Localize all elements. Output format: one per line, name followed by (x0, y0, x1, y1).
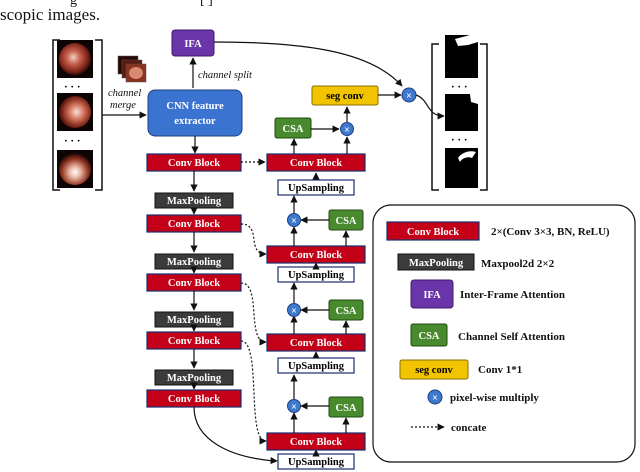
maxpool-label-3: MaxPooling (167, 315, 222, 326)
decoder: UpSampling Conv Block CSA × UpSampling C… (266, 85, 402, 470)
maxpool-label-4: MaxPooling (167, 373, 222, 384)
decoder-conv-label-1: Conv Block (290, 158, 342, 169)
merged-thumbnails (117, 55, 147, 83)
encoder-conv-label-1: Conv Block (168, 158, 220, 169)
encoder-conv-label-4: Conv Block (168, 336, 220, 347)
upsampling-label-3: UpSampling (288, 361, 345, 372)
csa-label-4: CSA (335, 403, 356, 414)
decoder-conv-block-4 (266, 432, 366, 451)
output-masks: · · · · · · (431, 35, 488, 191)
masks-ellipsis-1: · · · (451, 81, 468, 93)
frames-ellipsis-1: · · · (64, 81, 81, 93)
encoder-conv-label-2: Conv Block (168, 219, 220, 230)
bottleneck-arrow (193, 406, 278, 465)
encoder: Conv Block MaxPooling Conv Block MaxPool… (146, 153, 242, 408)
maxpool-label-1: MaxPooling (167, 196, 222, 207)
legend-seg-swatch (399, 359, 469, 380)
decoder-conv-label-2: Conv Block (290, 250, 342, 261)
svg-text:×: × (432, 393, 438, 404)
decoder-conv-label-3: Conv Block (290, 338, 342, 349)
output-right-bracket (480, 43, 488, 191)
legend-conv-label: Conv Block (407, 227, 459, 238)
endoscopic-frame-2-tissue (59, 96, 91, 128)
output-left-bracket (431, 43, 439, 191)
caption-top-ref: [ ] (200, 0, 213, 8)
legend: Conv Block 2×(Conv 3×3, BN, ReLU) MaxPoo… (372, 204, 636, 463)
right-bracket (95, 39, 103, 191)
seg-conv-label: seg conv (326, 91, 364, 102)
legend-multiply-swatch (427, 389, 443, 405)
legend-csa-desc: Channel Self Attention (458, 331, 565, 343)
legend-csa-swatch (410, 323, 448, 347)
legend-ifa-label: IFA (423, 290, 441, 301)
caption-top: scopic images. (0, 5, 100, 24)
legend-ifa-desc: Inter-Frame Attention (460, 289, 565, 301)
svg-text:×: × (406, 91, 412, 102)
svg-text:×: × (291, 402, 297, 413)
legend-conv-desc: 2×(Conv 3×3, BN, ReLU) (491, 226, 610, 238)
endoscopic-frame-3-tissue (59, 153, 91, 185)
decoder-conv-block-3 (266, 333, 366, 352)
cnn-label-1: CNN feature (166, 101, 224, 112)
upsampling-label-2: UpSampling (288, 270, 345, 281)
legend-maxpool-swatch (397, 253, 475, 271)
multiply-1 (340, 122, 354, 136)
encoder-conv-label-3: Conv Block (168, 278, 220, 289)
svg-text:×: × (344, 125, 350, 136)
csa-label-1: CSA (282, 124, 303, 135)
endoscopic-frame-1-tissue (59, 43, 91, 75)
csa-4 (328, 396, 364, 418)
ifa-label: IFA (184, 39, 202, 50)
legend-maxpool-desc: Maxpool2d 2×2 (481, 258, 555, 270)
decoder-conv-block-2 (266, 245, 366, 264)
upsampling-label-4: UpSampling (288, 457, 345, 468)
maxpool-label-2: MaxPooling (167, 257, 222, 268)
csa-label-3: CSA (335, 306, 356, 317)
svg-text:×: × (291, 216, 297, 227)
legend-seg-label: seg conv (415, 365, 453, 376)
caption-top-fragment: g (70, 0, 77, 8)
svg-text:×: × (291, 306, 297, 317)
cnn-feature-extractor (147, 89, 243, 137)
decoder-conv-label-4: Conv Block (290, 437, 342, 448)
ifa-to-multiply-arrow (213, 41, 403, 87)
legend-multiply-desc: pixel-wise multiply (450, 392, 539, 404)
csa-label-2: CSA (335, 216, 356, 227)
cnn-label-2: extractor (174, 116, 216, 127)
channel-split-label: channel split (198, 70, 253, 81)
decoder-conv-block-1 (266, 153, 366, 172)
legend-ifa-swatch (410, 279, 454, 309)
input-frames: · · · · · · (52, 39, 103, 191)
upsampling-label-1: UpSampling (288, 183, 345, 194)
skip-connections (240, 158, 267, 445)
legend-csa-label: CSA (418, 331, 439, 342)
frames-ellipsis-2: · · · (64, 135, 81, 147)
ifa-box (171, 29, 215, 57)
left-bracket (52, 39, 60, 191)
channel-merge-label-2: merge (110, 100, 136, 111)
output-arrow (415, 94, 445, 120)
legend-maxpool-label: MaxPooling (409, 258, 464, 269)
legend-concat-desc: concate (451, 422, 487, 434)
encoder-conv-label-5: Conv Block (168, 394, 220, 405)
masks-ellipsis-2: · · · (451, 134, 468, 146)
legend-conv-swatch (386, 221, 480, 241)
legend-seg-desc: Conv 1*1 (478, 364, 522, 376)
channel-merge-label-1: channel (108, 88, 141, 99)
csa-1 (274, 117, 312, 139)
